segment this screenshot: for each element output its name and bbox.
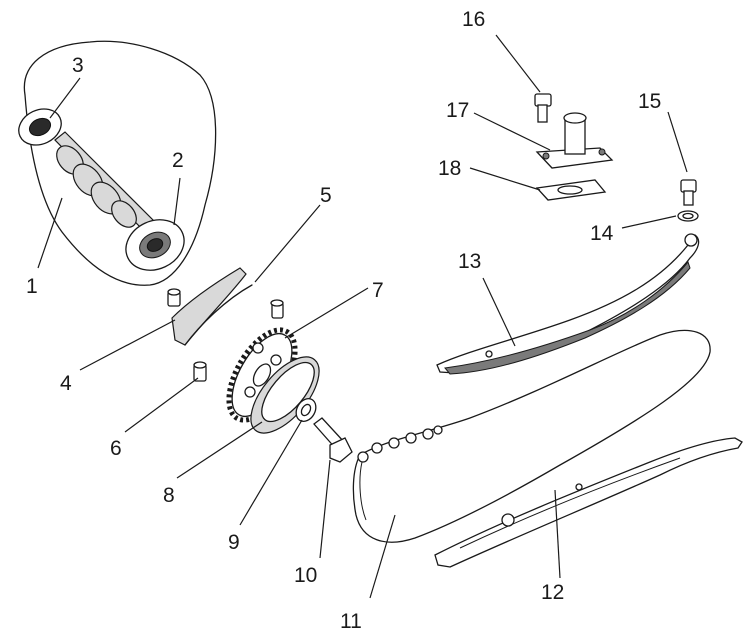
tensioner-bolt — [680, 179, 697, 206]
callout-14: 14 — [590, 222, 614, 245]
adjuster-gasket — [535, 179, 607, 201]
callout-3: 3 — [72, 54, 84, 77]
callout-6: 6 — [110, 437, 122, 460]
callout-12: 12 — [541, 581, 564, 604]
adjuster-bolt — [534, 93, 552, 123]
tensioner-washer — [677, 210, 699, 222]
large-bearing — [125, 219, 185, 271]
timing-chain — [352, 329, 711, 543]
callout-4: 4 — [60, 372, 72, 395]
washer — [295, 398, 317, 422]
callout-1: 1 — [26, 275, 38, 298]
callout-17: 17 — [446, 99, 469, 122]
cam-plate — [171, 267, 253, 346]
callout-10: 10 — [294, 564, 317, 587]
leader-lines — [37, 34, 688, 599]
camshaft-assembly — [23, 40, 217, 286]
chain-guide — [434, 437, 743, 568]
plate-bolt — [167, 288, 181, 307]
callout-18: 18 — [438, 157, 461, 180]
callout-numbers: 1 2 3 4 5 6 7 8 9 10 11 12 13 14 15 16 1… — [26, 8, 661, 633]
callout-5: 5 — [320, 184, 332, 207]
callout-11: 11 — [340, 610, 362, 633]
sprocket-bolt — [313, 417, 353, 463]
callout-2: 2 — [172, 149, 184, 172]
callout-7: 7 — [372, 279, 384, 302]
tensioner-blade — [436, 233, 700, 375]
callout-15: 15 — [638, 90, 661, 113]
callout-8: 8 — [163, 484, 175, 507]
callout-9: 9 — [228, 531, 240, 554]
callout-16: 16 — [462, 8, 485, 31]
tensioner-adjuster — [535, 112, 614, 169]
sprocket-bolts — [193, 299, 284, 382]
callout-13: 13 — [458, 250, 481, 273]
